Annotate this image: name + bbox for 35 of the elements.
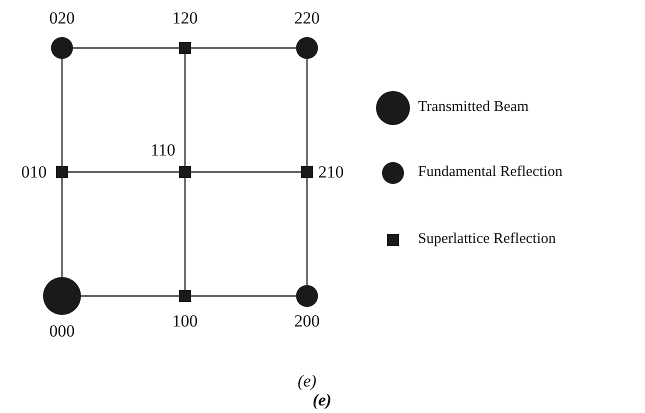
- index-label: 100: [172, 312, 198, 330]
- connector-line: [191, 295, 296, 297]
- connector-line: [68, 171, 179, 173]
- index-label: 010: [21, 164, 47, 180]
- legend-text: Superlattice Reflection: [418, 232, 556, 247]
- reflection-spot: [51, 37, 73, 59]
- index-label: 210: [318, 164, 344, 180]
- reflection-spot: [296, 285, 318, 307]
- connector-line: [191, 171, 301, 173]
- index-label: 020: [49, 10, 75, 26]
- index-label: 110: [150, 142, 176, 158]
- connector-line: [306, 59, 308, 166]
- index-label: 120: [172, 10, 198, 26]
- legend-text: Fundamental Reflection: [418, 165, 563, 180]
- superlattice-spot: [179, 166, 191, 178]
- connector-line: [61, 59, 63, 166]
- index-label: 000: [49, 322, 75, 340]
- connector-line: [306, 178, 308, 285]
- superlattice-spot: [301, 166, 313, 178]
- superlattice-spot: [179, 42, 191, 54]
- connector-line: [81, 295, 179, 297]
- index-label: 200: [294, 312, 320, 330]
- connector-line: [184, 178, 186, 290]
- superlattice-spot: [56, 166, 68, 178]
- connector-line: [61, 178, 63, 277]
- superlattice-spot: [179, 290, 191, 302]
- connector-line: [73, 47, 179, 49]
- index-label: 220: [294, 10, 320, 26]
- reflection-spot: [43, 277, 81, 315]
- legend-text: Transmitted Beam: [418, 100, 529, 115]
- connector-line: [191, 47, 296, 49]
- reflection-spot: [296, 37, 318, 59]
- panel-label: (e): [312, 392, 332, 408]
- connector-line: [184, 54, 186, 166]
- panel-label: (e): [298, 372, 316, 390]
